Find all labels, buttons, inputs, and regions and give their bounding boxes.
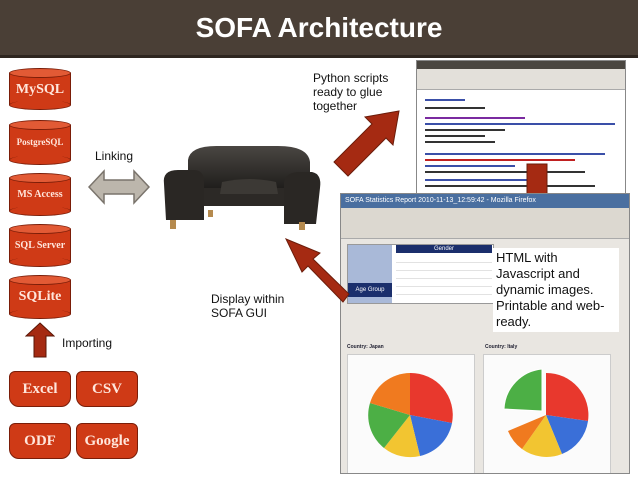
sofa-icon: [163, 145, 321, 230]
age-group-label: Age Group: [348, 283, 392, 297]
python-scripts-arrow-icon: [333, 110, 400, 177]
mysql-label: MySQL: [15, 82, 65, 97]
postgresql-database-icon: PostgreSQL: [9, 120, 71, 165]
importing-label: Importing: [62, 336, 113, 350]
html-note-box: [493, 248, 619, 332]
importing-arrow-icon: [25, 322, 55, 358]
csv-label: CSV: [91, 381, 122, 397]
display-gui-label: Display within SOFA GUI: [211, 292, 285, 320]
browser-screenshot: SOFA Statistics Report 2010-11-13_12:59:…: [340, 193, 630, 474]
chart-italy-title: Country: Italy: [485, 344, 518, 350]
linking-double-arrow-icon: [88, 169, 150, 205]
sql-server-database-icon: SQL Server: [9, 224, 71, 267]
csv-source: CSV: [76, 371, 138, 407]
odf-label: ODF: [24, 433, 56, 449]
sqlite-database-icon: SQLite: [9, 275, 71, 319]
odf-source: ODF: [9, 423, 71, 459]
code-editor-screenshot: [416, 60, 626, 210]
sqlite-label: SQLite: [18, 289, 62, 304]
google-source: Google: [76, 423, 138, 459]
excel-source: Excel: [9, 371, 71, 407]
ms-access-label: MS Access: [17, 189, 63, 200]
display-gui-arrow-icon: [284, 238, 350, 303]
linking-label: Linking: [95, 149, 134, 163]
page-title: SOFA Architecture: [195, 12, 443, 43]
google-label: Google: [84, 433, 130, 449]
ms-access-database-icon: MS Access: [9, 173, 71, 216]
excel-label: Excel: [22, 381, 58, 397]
browser-title: SOFA Statistics Report 2010-11-13_12:59:…: [341, 194, 629, 208]
postgresql-label: PostgreSQL: [16, 137, 64, 147]
mysql-database-icon: MySQL: [9, 68, 71, 110]
pie-chart-japan: [368, 372, 453, 458]
python-scripts-label: Python scripts ready to glue together: [313, 71, 389, 113]
sql-server-label: SQL Server: [14, 240, 66, 251]
gender-header: Gender: [396, 245, 492, 253]
html-javascript-label: HTML with Javascript and dynamic images.…: [496, 250, 605, 329]
title-bar: SOFA Architecture: [0, 0, 638, 58]
chart-japan-title: Country: Japan: [347, 344, 384, 350]
pie-chart-italy: [503, 368, 589, 457]
